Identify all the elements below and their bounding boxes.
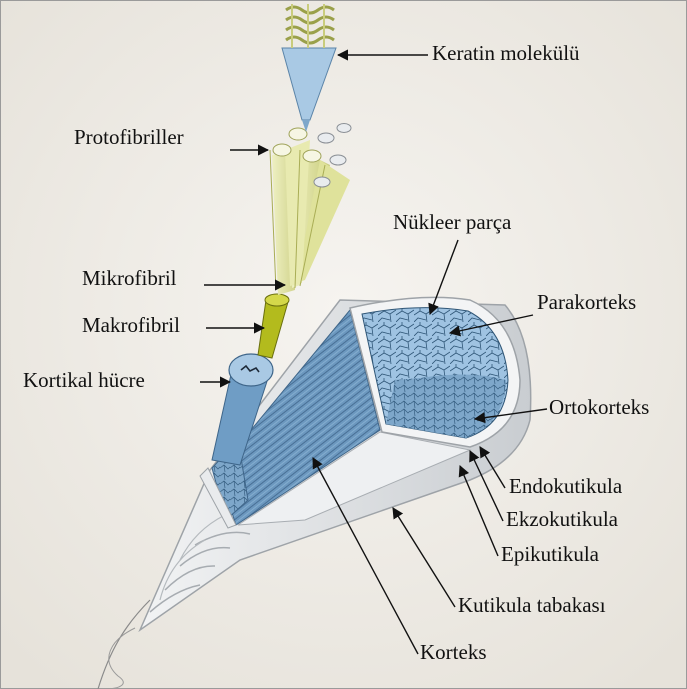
label-epikutikula: Epikutikula [501,544,599,565]
label-kutikula: Kutikula tabakası [458,595,606,616]
label-ekzokutikula: Ekzokutikula [506,509,618,530]
label-protofibriller: Protofibriller [74,127,184,148]
label-mikrofibril: Mikrofibril [82,268,177,289]
label-kortikal: Kortikal hücre [23,370,145,391]
label-nukleer: Nükleer parça [393,212,511,233]
label-endokutikula: Endokutikula [509,476,622,497]
label-korteks: Korteks [420,642,487,663]
label-ortokorteks: Ortokorteks [549,397,649,418]
label-makrofibril: Makrofibril [82,315,180,336]
label-keratin: Keratin molekülü [432,43,580,64]
label-parakorteks: Parakorteks [537,292,636,313]
